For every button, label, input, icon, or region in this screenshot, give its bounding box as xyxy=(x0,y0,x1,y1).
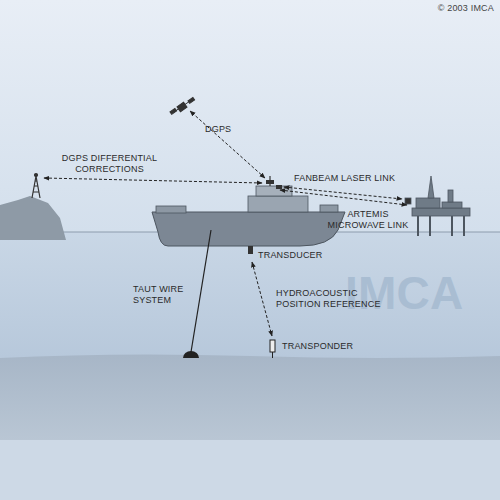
ship xyxy=(152,176,345,254)
link-label: HYDROACOUSTIC POSITION REFERENCE xyxy=(276,288,396,310)
radio-tower xyxy=(32,174,40,199)
lower-ground xyxy=(0,440,500,500)
shore-land xyxy=(0,196,66,240)
link-label: FANBEAM LASER LINK xyxy=(294,173,395,184)
copyright-note: © 2003 IMCA xyxy=(438,3,494,14)
clump-weight xyxy=(183,351,199,358)
link-label: ARTEMIS MICROWAVE LINK xyxy=(322,209,414,231)
link-label: DGPS xyxy=(205,124,231,135)
taut-wire xyxy=(191,230,211,352)
transponder-mount xyxy=(272,352,273,358)
sky xyxy=(0,0,500,232)
link-label: DGPS DIFFERENTIAL CORRECTIONS xyxy=(42,153,177,175)
part-label: TRANSDUCER xyxy=(258,250,323,261)
sea xyxy=(0,232,500,358)
transponder-unit xyxy=(270,340,275,352)
watermark: IMCA xyxy=(345,268,463,318)
satellite xyxy=(170,97,195,114)
part-label: TAUT WIRE SYSTEM xyxy=(133,284,193,306)
seabed xyxy=(0,354,500,440)
platform xyxy=(405,176,470,236)
part-label: TRANSPONDER xyxy=(282,341,353,352)
